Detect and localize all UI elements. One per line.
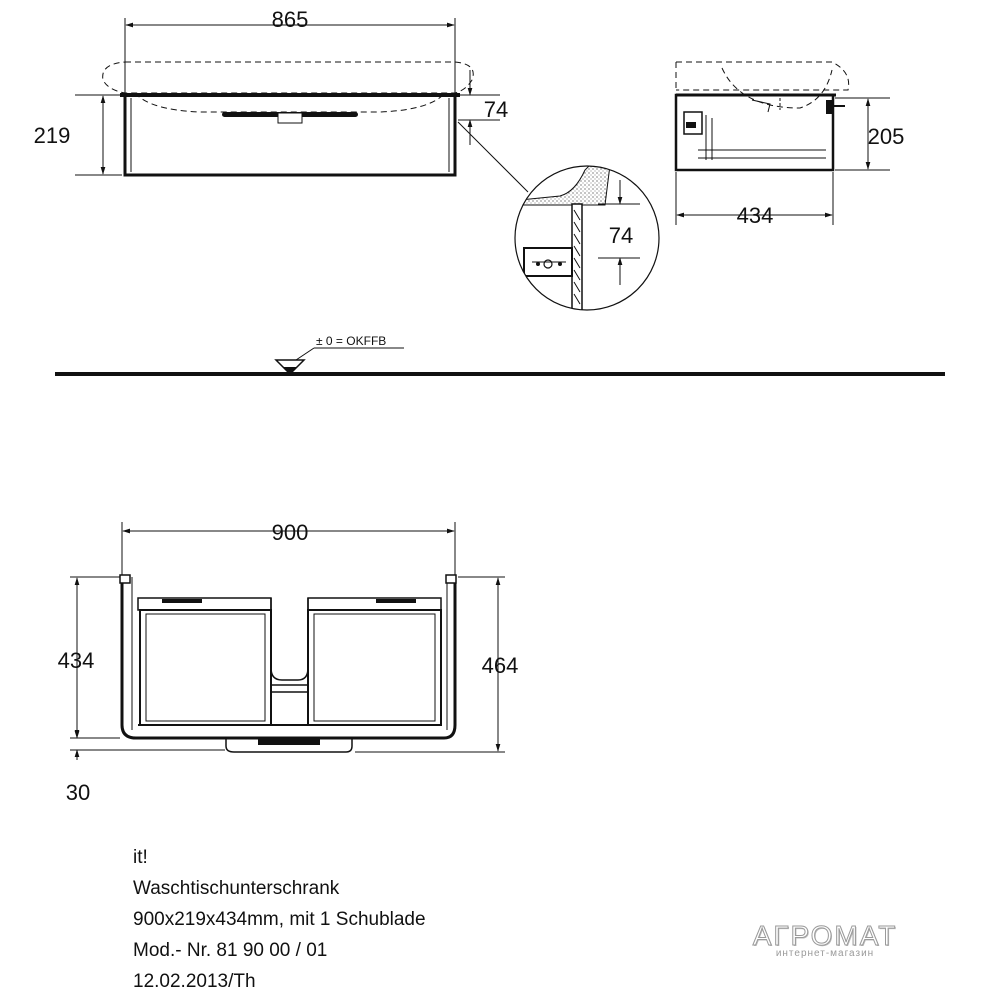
dim-text-74-detail: 74	[609, 223, 633, 248]
store-watermark: АГРОМАТ интернет-магазин	[735, 920, 915, 960]
dim-text-205: 205	[868, 124, 905, 149]
side-view	[674, 61, 890, 225]
product-series: it!	[133, 847, 148, 868]
dim-text-219: 219	[34, 123, 71, 148]
dim-text-30: 30	[66, 780, 90, 805]
dim-text-434-side: 434	[737, 203, 774, 228]
watermark-tagline: интернет-магазин	[775, 948, 875, 959]
dim-text-464: 464	[482, 653, 519, 678]
front-view	[75, 18, 529, 193]
dim-text-865: 865	[272, 7, 309, 32]
floor-level-label: ± 0 = OKFFB	[316, 334, 386, 348]
plan-view	[70, 522, 505, 760]
watermark-brand: АГРОМАТ	[752, 920, 898, 952]
detail-view	[514, 165, 660, 311]
dim-text-434-plan: 434	[58, 648, 95, 673]
product-name: Waschtischunterschrank	[133, 878, 340, 899]
model-number: Mod.- Nr. 81 90 00 / 01	[133, 940, 328, 961]
dim-text-900: 900	[272, 520, 309, 545]
floor-level	[55, 347, 945, 376]
drawing-date: 12.02.2013/Th	[133, 971, 256, 992]
product-dimensions: 900x219x434mm, mit 1 Schublade	[133, 909, 426, 930]
dim-text-74-front: 74	[484, 97, 508, 122]
product-info: it! Waschtischunterschrank 900x219x434mm…	[133, 842, 426, 997]
